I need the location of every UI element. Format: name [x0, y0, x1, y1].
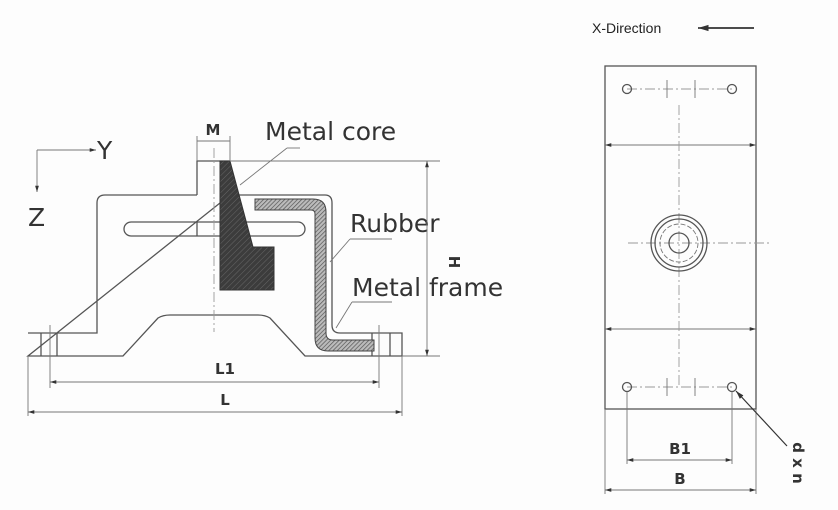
axis-indicator: Y Z — [28, 136, 113, 232]
hole-leader — [735, 390, 788, 447]
mount-holes — [621, 83, 738, 393]
center-bolt — [650, 214, 708, 272]
rubber-section — [254, 198, 375, 352]
dim-l: L — [220, 391, 230, 409]
slot — [123, 221, 306, 237]
axis-y-label: Y — [96, 136, 113, 165]
metal-core-label: Metal core — [265, 117, 396, 146]
base-plate — [604, 65, 757, 410]
dim-m: M — [206, 121, 221, 139]
axis-z-label: Z — [28, 203, 45, 232]
dim-b1: B1 — [669, 440, 691, 458]
metal-frame-label: Metal frame — [352, 273, 503, 302]
top-view: X-Direction B1 B d x n — [592, 20, 807, 494]
x-direction-label: X-Direction — [592, 20, 661, 36]
side-view: Y Z Metal core Rubber Metal frame — [26, 117, 503, 416]
dim-dxn: d x n — [789, 442, 807, 484]
metal-core-section — [219, 160, 275, 291]
dim-h: H — [445, 256, 463, 269]
base-flange — [26, 194, 403, 357]
dim-b: B — [674, 470, 685, 488]
dim-l1: L1 — [215, 360, 235, 378]
